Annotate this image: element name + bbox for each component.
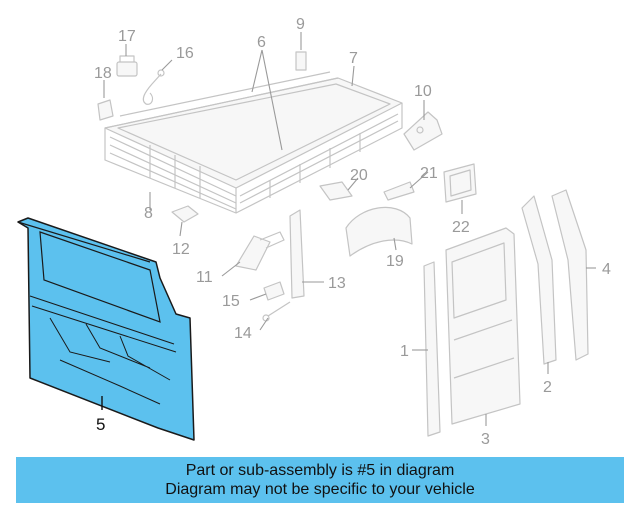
callout-13: 13 — [328, 275, 346, 292]
handle-21-part — [383, 181, 415, 201]
callout-9: 9 — [296, 16, 305, 33]
callout-5: 5 — [96, 415, 105, 434]
parts-diagram: 17 16 18 9 6 7 10 8 12 20 21 22 19 11 13… — [17, 16, 611, 448]
latch-12-part — [171, 205, 199, 223]
striker-15-part — [263, 281, 285, 301]
bracket-9-part — [295, 51, 307, 71]
callout-21: 21 — [420, 165, 438, 182]
leader-lines — [101, 32, 596, 426]
panel-22-part — [443, 163, 477, 203]
callout-19: 19 — [386, 253, 404, 270]
callout-18: 18 — [94, 65, 112, 82]
callout-22: 22 — [452, 219, 470, 236]
bracket-20-part — [319, 181, 353, 201]
door-3-part — [445, 227, 521, 425]
callout-2: 2 — [543, 379, 552, 396]
callout-17: 17 — [118, 28, 136, 45]
pillar-1-part — [423, 261, 441, 437]
rear-panel-part-5 — [17, 217, 195, 441]
callout-15: 15 — [222, 293, 240, 310]
callout-16: 16 — [176, 45, 194, 62]
hinge-10-part — [403, 111, 443, 151]
callout-14: 14 — [234, 325, 252, 342]
pillar-13-part — [289, 209, 305, 299]
callout-4: 4 — [602, 261, 611, 278]
callout-12: 12 — [172, 241, 190, 258]
callout-11: 11 — [196, 269, 213, 286]
hinge-bracket-part — [116, 55, 138, 77]
cargo-bed-part — [104, 71, 403, 214]
callout-10: 10 — [414, 83, 432, 100]
bolt-14-part — [262, 301, 291, 322]
callout-1: 1 — [400, 343, 409, 360]
info-banner: Part or sub-assembly is #5 in diagram Di… — [16, 457, 624, 503]
callout-6: 6 — [257, 34, 266, 51]
callout-20: 20 — [350, 167, 368, 184]
banner-line-disclaimer: Diagram may not be specific to your vehi… — [165, 481, 475, 498]
callout-labels: 17 16 18 9 6 7 10 8 12 20 21 22 19 11 13… — [94, 16, 611, 448]
wheelhouse-19-part — [345, 206, 413, 257]
cable-part — [142, 69, 165, 105]
latch-plate-part — [97, 99, 114, 121]
banner-line-part: Part or sub-assembly is #5 in diagram — [185, 462, 455, 479]
pillar-2-part — [521, 195, 557, 365]
hinge-11-part — [235, 231, 285, 271]
callout-3: 3 — [481, 431, 490, 448]
panel-4-part — [551, 189, 589, 361]
callout-7: 7 — [349, 50, 358, 67]
callout-8: 8 — [144, 205, 153, 222]
